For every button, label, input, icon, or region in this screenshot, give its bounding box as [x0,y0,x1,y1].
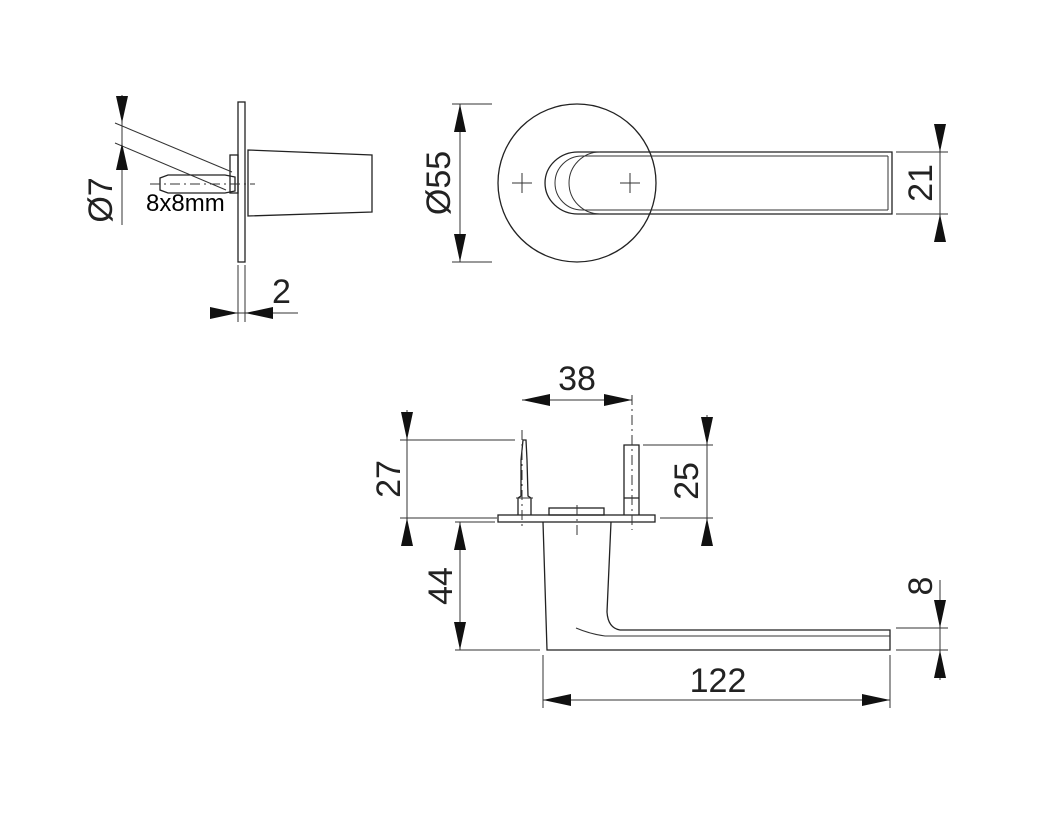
dim-spindle-length-right: 25 [668,462,706,500]
square-spindle [159,174,236,194]
top-view: 38 27 25 44 8 122 [370,360,948,708]
rose [497,103,657,263]
front-view: Ø55 21 [420,103,948,263]
handle-neck [247,149,373,217]
dim-screw-spacing: 38 [558,360,596,398]
dim-lever-length: 122 [690,662,747,700]
spacer [229,154,239,194]
lever [544,151,893,215]
dim-spindle-length-left: 27 [370,460,408,498]
spindle-square-label: 8x8mm [146,190,225,217]
dim-projection: 44 [422,567,460,605]
dim-lever-thickness: 8 [902,577,940,596]
spindle-left [517,439,532,515]
rose-plate [237,101,246,263]
side-view: Ø7 8x8mm 2 [82,95,373,322]
dim-spindle-diameter: Ø7 [82,177,120,222]
dim-rose-diameter: Ø55 [420,151,458,215]
dim-lever-height: 21 [902,164,940,202]
dim-plate-thickness: 2 [272,273,291,311]
lever-top [542,521,891,651]
